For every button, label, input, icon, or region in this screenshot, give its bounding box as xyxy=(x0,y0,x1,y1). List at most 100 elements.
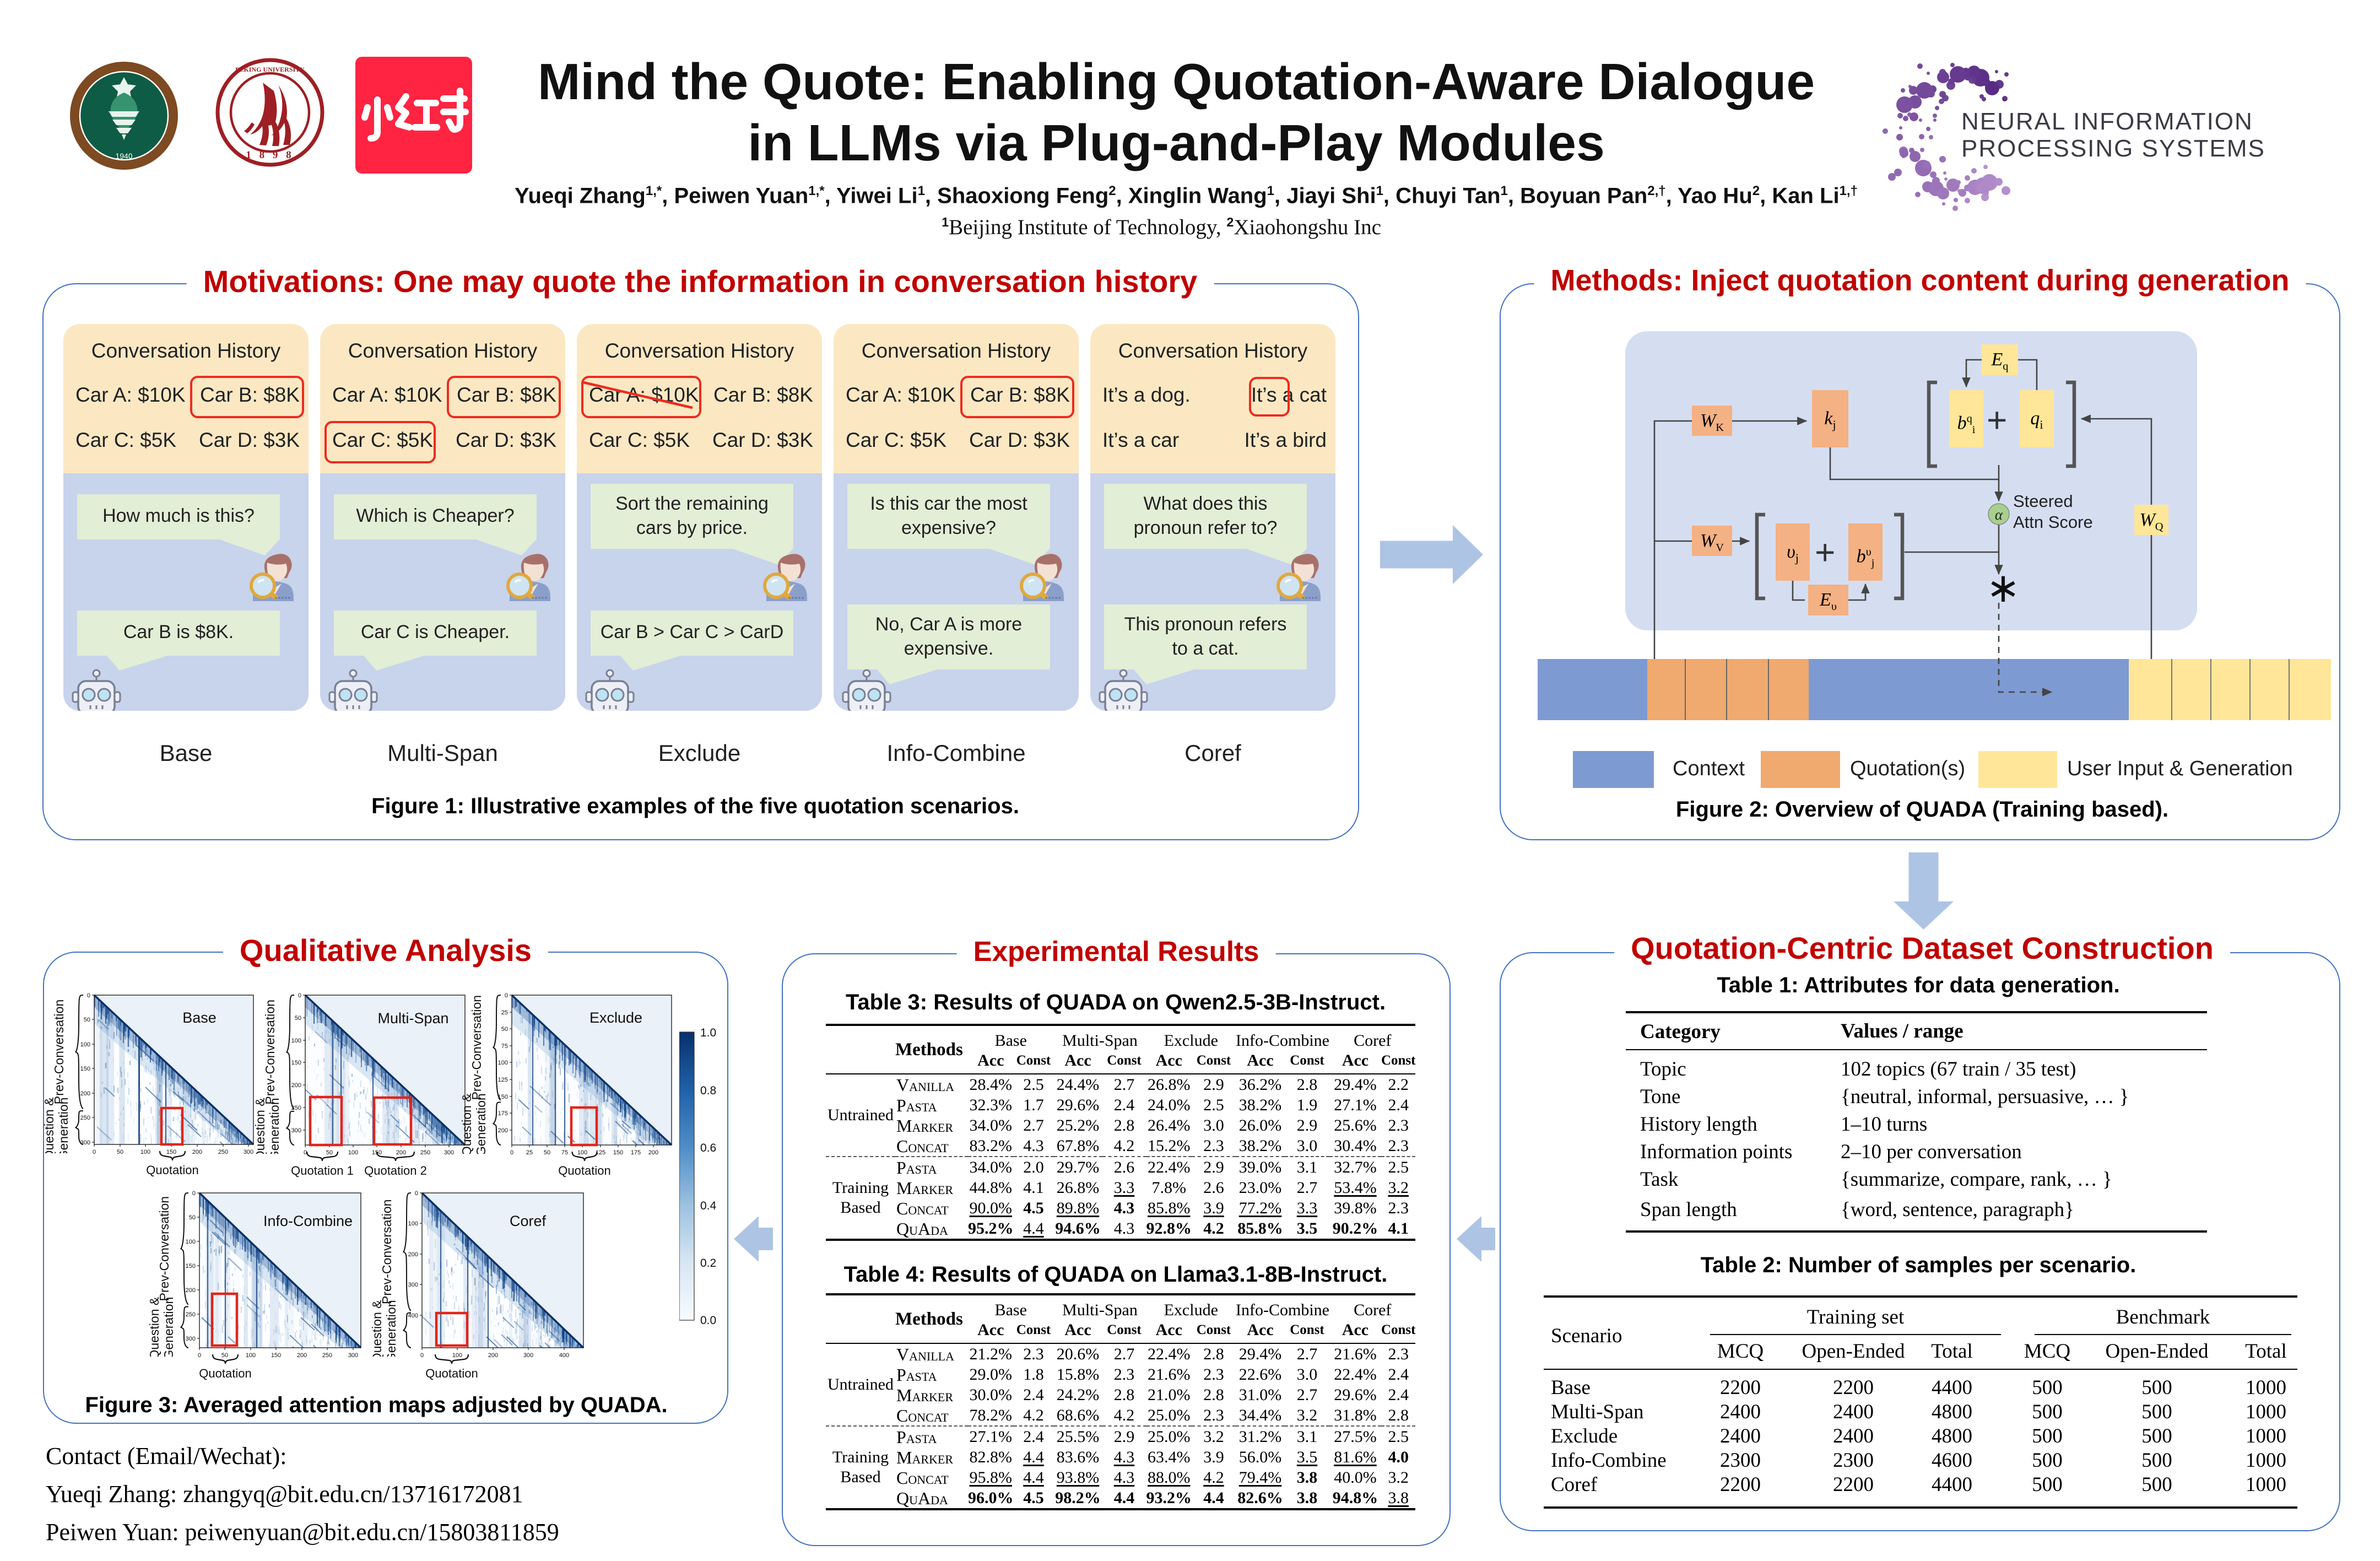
svg-text:200: 200 xyxy=(192,1149,202,1155)
svg-text:100: 100 xyxy=(140,1149,150,1155)
svg-text:300: 300 xyxy=(523,1352,533,1359)
svg-text:Steered: Steered xyxy=(2013,491,2073,511)
svg-text:100: 100 xyxy=(498,1060,508,1066)
svg-text:125: 125 xyxy=(498,1077,508,1083)
svg-text:PEKING UNIVERSITY: PEKING UNIVERSITY xyxy=(235,66,305,73)
svg-text:Quotation 1: Quotation 1 xyxy=(291,1164,354,1177)
svg-text:100: 100 xyxy=(291,1038,301,1044)
svg-text:+: + xyxy=(1815,532,1835,572)
svg-text:50: 50 xyxy=(295,1015,301,1022)
svg-text:Quotation 2: Quotation 2 xyxy=(364,1164,427,1177)
svg-text:Attn Score: Attn Score xyxy=(2013,512,2093,532)
svg-text:100: 100 xyxy=(577,1149,587,1156)
svg-text:300: 300 xyxy=(348,1352,358,1359)
svg-text:0.6: 0.6 xyxy=(700,1142,716,1154)
svg-text:100: 100 xyxy=(186,1239,196,1245)
svg-text:125: 125 xyxy=(596,1149,605,1156)
svg-text:200: 200 xyxy=(80,1090,90,1097)
svg-text:Quotation: Quotation xyxy=(558,1164,610,1177)
svg-text:200: 200 xyxy=(408,1251,418,1258)
svg-text:0.8: 0.8 xyxy=(700,1084,716,1097)
svg-text:75: 75 xyxy=(501,1043,508,1050)
svg-text:300: 300 xyxy=(291,1127,301,1134)
svg-text:Generation: Generation xyxy=(56,1098,71,1153)
svg-text:0.2: 0.2 xyxy=(700,1257,716,1270)
svg-text:Prev-Conversation: Prev-Conversation xyxy=(469,995,484,1100)
svg-text:0: 0 xyxy=(93,1149,96,1155)
svg-text:Quotation: Quotation xyxy=(199,1366,251,1380)
svg-text:∗: ∗ xyxy=(1986,566,2020,611)
svg-text:200: 200 xyxy=(291,1082,301,1089)
svg-text:0.0: 0.0 xyxy=(700,1314,716,1327)
svg-text:0: 0 xyxy=(192,1190,196,1197)
svg-text:300: 300 xyxy=(186,1336,196,1342)
svg-text:50: 50 xyxy=(189,1214,196,1221)
svg-text:50: 50 xyxy=(117,1149,123,1155)
svg-text:50: 50 xyxy=(501,1026,508,1033)
svg-text:Prev-Conversation: Prev-Conversation xyxy=(157,1196,171,1301)
svg-text:Question &: Question & xyxy=(370,1300,384,1357)
svg-text:300: 300 xyxy=(408,1282,418,1288)
svg-text:Generation: Generation xyxy=(474,1093,488,1154)
svg-text:150: 150 xyxy=(613,1149,623,1156)
svg-text:NEURAL INFORMATION: NEURAL INFORMATION xyxy=(1961,108,2253,135)
svg-text:Prev-Conversation: Prev-Conversation xyxy=(380,1200,394,1304)
svg-text:Question &: Question & xyxy=(42,1098,56,1153)
svg-text:100: 100 xyxy=(246,1352,256,1359)
svg-text:25: 25 xyxy=(501,1009,508,1016)
svg-text:250: 250 xyxy=(291,1105,301,1111)
svg-text:75: 75 xyxy=(561,1149,568,1156)
svg-text:50: 50 xyxy=(84,1017,90,1023)
svg-text:0.4: 0.4 xyxy=(700,1200,717,1212)
svg-text:200: 200 xyxy=(297,1352,307,1359)
svg-text:Prev-Conversation: Prev-Conversation xyxy=(52,1000,66,1104)
svg-text:250: 250 xyxy=(420,1149,430,1156)
svg-text:100: 100 xyxy=(80,1041,90,1048)
svg-text:Prev-Conversation: Prev-Conversation xyxy=(263,1000,277,1104)
svg-text:1940: 1940 xyxy=(115,152,132,160)
svg-text:0: 0 xyxy=(510,1149,513,1156)
svg-text:300: 300 xyxy=(244,1149,253,1155)
svg-text:Generation: Generation xyxy=(384,1300,398,1357)
svg-text:Question &: Question & xyxy=(459,1093,474,1154)
svg-text:Generation: Generation xyxy=(267,1098,282,1154)
svg-text:PROCESSING SYSTEMS: PROCESSING SYSTEMS xyxy=(1961,135,2265,162)
svg-text:150: 150 xyxy=(291,1060,301,1066)
svg-text:175: 175 xyxy=(498,1110,508,1117)
svg-text:0: 0 xyxy=(505,992,508,999)
svg-text:Quotation: Quotation xyxy=(425,1366,478,1380)
svg-text:175: 175 xyxy=(631,1149,641,1156)
svg-text:150: 150 xyxy=(166,1149,176,1155)
svg-text:300: 300 xyxy=(444,1149,454,1156)
svg-text:0: 0 xyxy=(304,1149,307,1156)
svg-text:+: + xyxy=(1987,400,2007,440)
svg-text:250: 250 xyxy=(80,1115,90,1121)
svg-text:0: 0 xyxy=(298,992,301,999)
svg-text:150: 150 xyxy=(186,1263,196,1270)
svg-text:Quotation: Quotation xyxy=(146,1163,198,1177)
svg-text:1 8 9 8: 1 8 9 8 xyxy=(246,149,294,161)
svg-text:α: α xyxy=(1995,506,2003,523)
svg-text:200: 200 xyxy=(498,1127,508,1134)
svg-text:200: 200 xyxy=(186,1287,196,1294)
svg-text:250: 250 xyxy=(186,1311,196,1318)
svg-text:250: 250 xyxy=(218,1149,228,1155)
svg-text:100: 100 xyxy=(452,1352,462,1359)
svg-text:400: 400 xyxy=(559,1352,569,1359)
svg-text:200: 200 xyxy=(396,1149,406,1156)
svg-text:Question &: Question & xyxy=(253,1098,267,1154)
svg-text:50: 50 xyxy=(544,1149,550,1156)
svg-text:400: 400 xyxy=(408,1312,418,1319)
svg-text:200: 200 xyxy=(488,1352,498,1359)
svg-text:150: 150 xyxy=(498,1094,508,1100)
svg-text:150: 150 xyxy=(80,1066,90,1072)
svg-text:100: 100 xyxy=(408,1220,418,1227)
svg-text:200: 200 xyxy=(648,1149,658,1156)
svg-text:250: 250 xyxy=(322,1352,332,1359)
svg-text:Generation: Generation xyxy=(161,1297,176,1357)
svg-text:0: 0 xyxy=(415,1190,418,1197)
svg-text:1.0: 1.0 xyxy=(700,1027,716,1039)
svg-text:50: 50 xyxy=(326,1149,333,1156)
svg-text:25: 25 xyxy=(526,1149,533,1156)
svg-text:Question &: Question & xyxy=(147,1297,161,1357)
